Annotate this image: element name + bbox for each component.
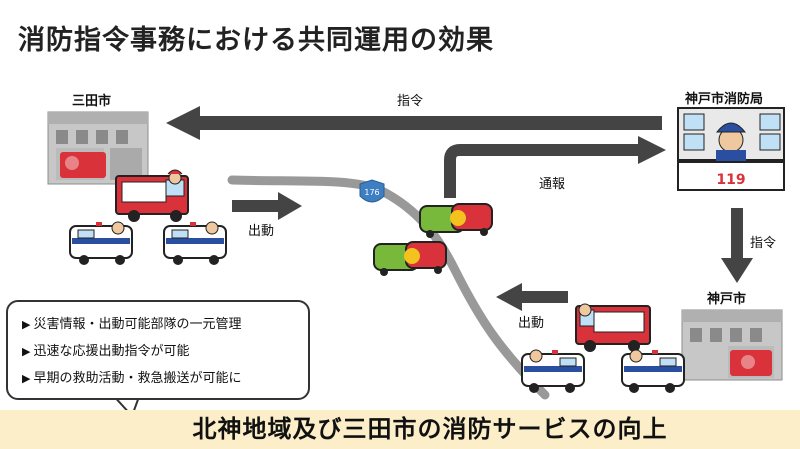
ambulance-icon-4 (621, 349, 685, 393)
page-title: 消防指令事務における共同運用の効果 (18, 25, 494, 56)
label-kobe-fire-hq: 神戸市消防局 (685, 92, 764, 107)
fire-truck-icon (115, 169, 189, 222)
crashed-car-icon-1 (419, 203, 493, 238)
command-center-icon (677, 107, 785, 191)
ambulance-icon-1 (69, 221, 133, 265)
report-arrow (444, 136, 666, 198)
sign-119: 119 (716, 172, 745, 188)
sanda-fire-station-icon (47, 111, 149, 185)
command-arrow-top (166, 106, 662, 140)
conclusion-banner: 北神地域及び三田市の消防サービスの向上 (192, 415, 668, 443)
kobe-fire-station-icon (681, 309, 783, 381)
command-arrow-right (721, 208, 753, 283)
benefit-item: 災害情報・出動可能部隊の一元管理 (22, 311, 308, 338)
benefit-item: 迅速な応援出動指令が可能 (22, 338, 308, 365)
label-report: 通報 (539, 177, 566, 192)
label-sanda: 三田市 (72, 94, 112, 109)
label-command-right: 指令 (750, 236, 777, 251)
ambulance-icon-2 (163, 221, 227, 265)
benefit-item: 早期の救助活動・救急搬送が可能に (22, 365, 308, 392)
dispatch-arrow-left (232, 192, 302, 220)
road-sign-icon (359, 179, 385, 203)
label-dispatch-right: 出動 (518, 316, 545, 331)
label-dispatch-left: 出動 (248, 224, 275, 239)
road-sign-number: 176 (364, 188, 379, 197)
label-command-top: 指令 (397, 94, 424, 109)
conclusion-banner-bg (0, 410, 800, 449)
benefits-callout: 災害情報・出動可能部隊の一元管理 迅速な応援出動指令が可能 早期の救助活動・救急… (6, 300, 310, 400)
label-kobe: 神戸市 (707, 292, 747, 307)
ambulance-icon-3 (521, 349, 585, 393)
crashed-car-icon-2 (373, 241, 447, 276)
dispatch-arrow-right (496, 283, 568, 311)
fire-truck-icon-kobe (575, 303, 651, 352)
